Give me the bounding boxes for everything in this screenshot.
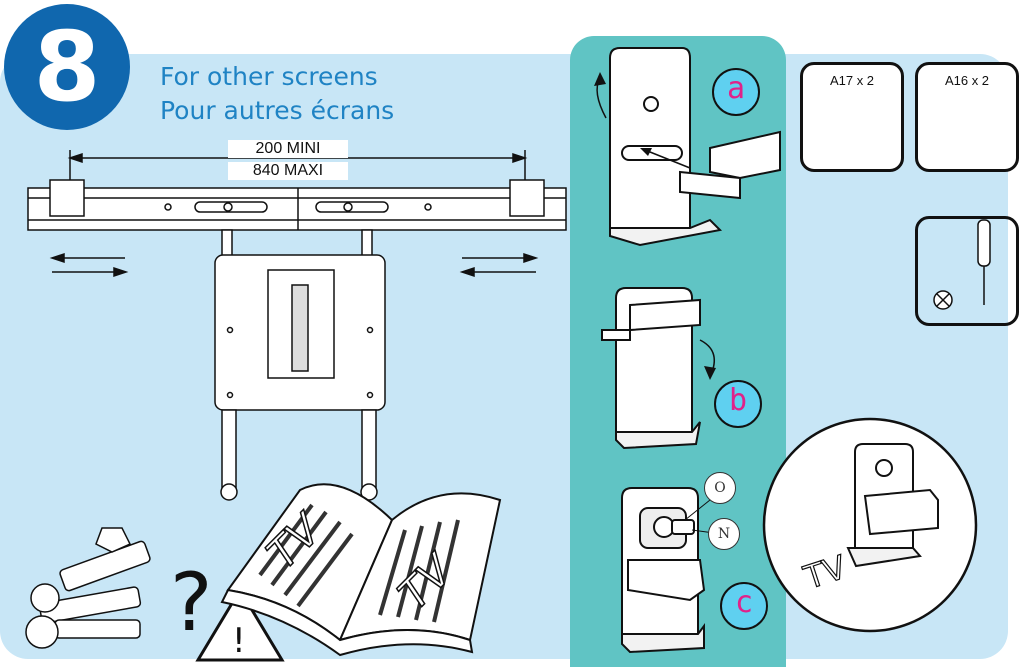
screwdriver-icon: [977, 219, 991, 305]
question-mark: ?: [170, 556, 212, 649]
hardware-a17-label: A17 x 2: [829, 73, 875, 88]
hardware-a17-box: A17 x 2: [800, 62, 904, 172]
substep-c-letter: c: [720, 582, 768, 630]
warning-icon: [195, 587, 285, 662]
substep-a-letter: a: [712, 68, 760, 116]
hardware-a16-label: A16 x 2: [944, 73, 990, 88]
dimension-min: 200 MINI: [228, 140, 348, 158]
step-number-badge: 8: [4, 4, 130, 130]
callout-o: O: [704, 472, 736, 504]
dimension-max: 840 MAXI: [228, 162, 348, 180]
title-english: For other screens: [160, 62, 378, 91]
title-french: Pour autres écrans: [160, 96, 395, 125]
callout-n: N: [708, 518, 740, 550]
tool-box: [915, 216, 1019, 326]
hardware-a16-box: A16 x 2: [915, 62, 1019, 172]
substep-b-letter: b: [714, 380, 762, 428]
svg-text:!: !: [232, 621, 246, 661]
